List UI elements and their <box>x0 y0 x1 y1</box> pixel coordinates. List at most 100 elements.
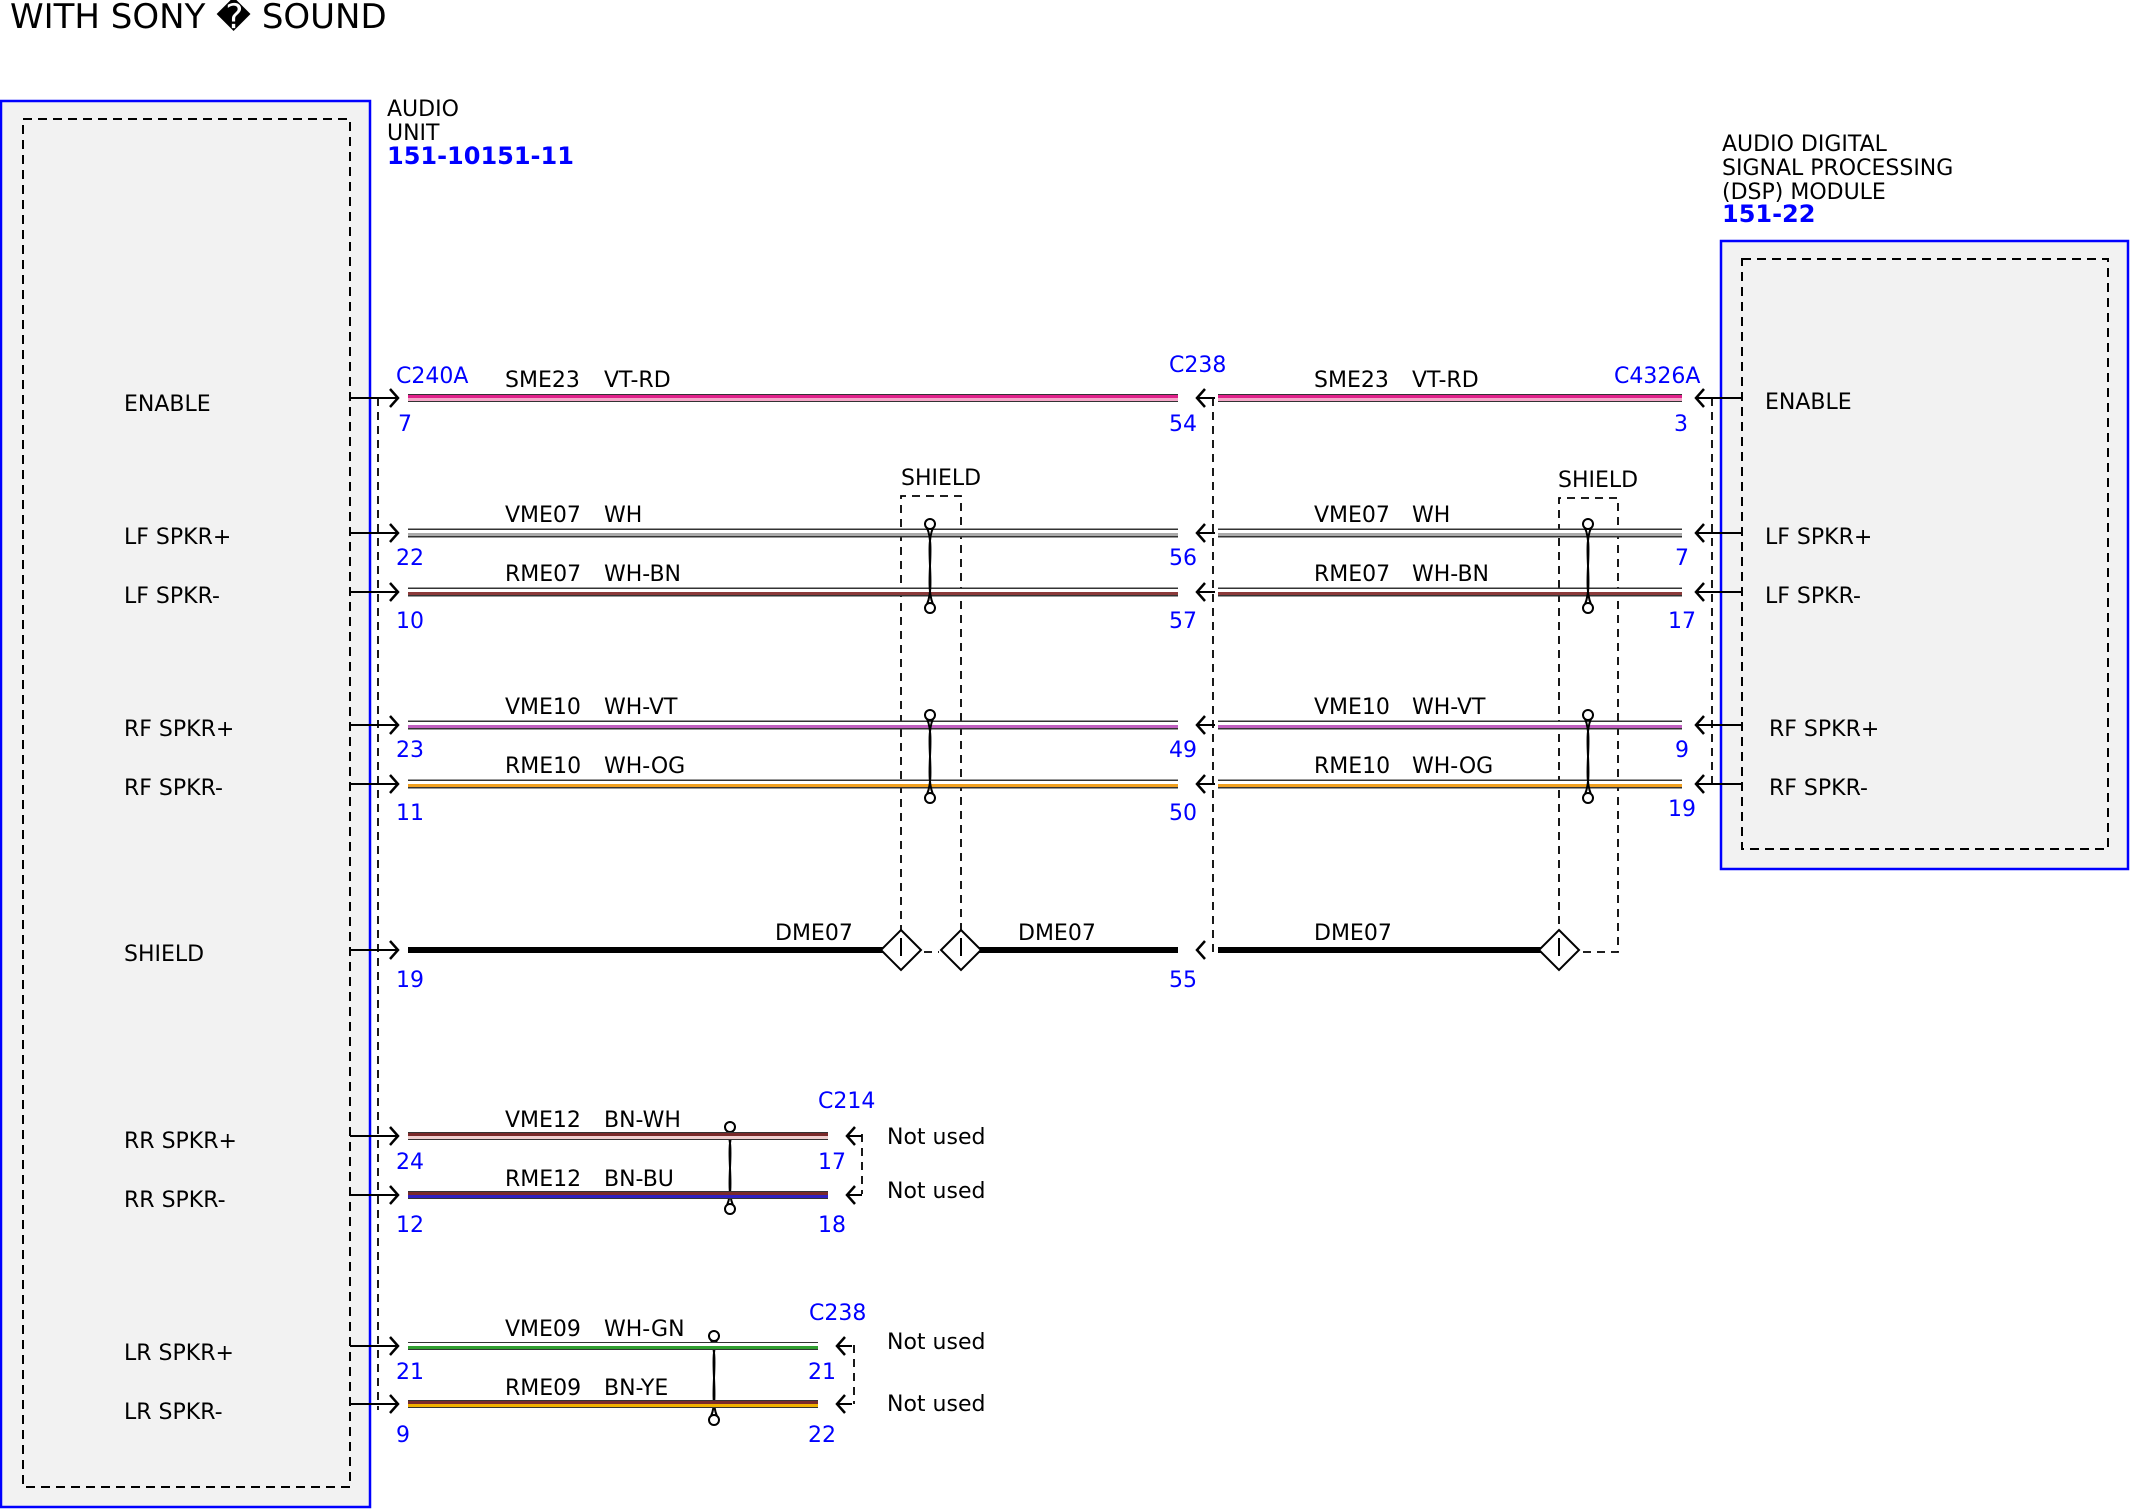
not-used-rr-minus: Not used <box>887 1179 985 1204</box>
terminal-arrow <box>389 774 400 794</box>
pin-number: 21 <box>808 1360 836 1385</box>
pin-number: 10 <box>396 609 424 634</box>
shield-label-1: SHIELD <box>901 466 981 491</box>
twisted-pair-end <box>1582 792 1594 804</box>
wire-label-color: BN-WH <box>604 1108 681 1133</box>
wire-label-color: WH <box>1412 503 1450 528</box>
twisted-pair-end <box>1582 518 1594 530</box>
wire-label-circuit: VME12 <box>505 1108 581 1133</box>
pin-number: 54 <box>1169 412 1197 437</box>
connector-bodies <box>377 398 1713 1410</box>
terminal-arrow <box>389 940 400 960</box>
pin-number: 22 <box>396 546 424 571</box>
wire-label-circuit: VME07 <box>1314 503 1390 528</box>
audio-unit-name-1: AUDIO <box>387 97 459 122</box>
pin-numbers: 7 54 3 22 56 7 10 57 17 23 49 9 11 50 19… <box>396 412 1696 1448</box>
unit-pin-lr-spkr-minus: LR SPKR- <box>124 1400 223 1425</box>
dsp-pin-enable: ENABLE <box>1765 390 1852 415</box>
dsp-part-number[interactable]: 151-22 <box>1722 200 1815 228</box>
twisted-pair-end <box>1582 602 1594 614</box>
twisted-pair-end <box>924 709 936 721</box>
terminal-arrow <box>389 582 400 602</box>
pin-number: 21 <box>396 1360 424 1385</box>
twisted-pair-end <box>924 518 936 530</box>
wire-label-circuit: VME10 <box>1314 695 1390 720</box>
wire-label-circuit: RME12 <box>505 1167 581 1192</box>
terminal-arrow <box>389 1394 400 1414</box>
pin-number: 18 <box>818 1213 846 1238</box>
connector-c238-rear[interactable]: C238 <box>809 1301 866 1326</box>
terminal-arrow <box>389 388 400 408</box>
pin-number: 17 <box>1668 609 1696 634</box>
pin-number: 23 <box>396 738 424 763</box>
dsp-name-1: AUDIO DIGITAL <box>1722 132 1888 157</box>
terminal-arrow <box>389 1336 400 1356</box>
wire-label-color: WH-OG <box>1412 754 1493 779</box>
wire-label-circuit: SME23 <box>505 368 580 393</box>
terminal-arrow <box>389 523 400 543</box>
twisted-pair-end <box>924 602 936 614</box>
wire-label-circuit: DME07 <box>1018 921 1096 946</box>
pin-number: 9 <box>1675 738 1689 763</box>
terminal-arrow <box>1195 940 1206 960</box>
wire-layer <box>350 388 1742 1426</box>
twisted-pair-symbol <box>924 714 936 799</box>
wire-label-circuit: RME07 <box>505 562 581 587</box>
wire-label-color: BN-BU <box>604 1167 674 1192</box>
dsp-name-3: (DSP) MODULE <box>1722 180 1886 205</box>
wire-label-color: VT-RD <box>1412 368 1479 393</box>
wire-label-color: WH-BN <box>604 562 681 587</box>
wire-label-circuit: RME10 <box>505 754 581 779</box>
pin-number: 49 <box>1169 738 1197 763</box>
shield-boxes <box>900 495 1619 953</box>
connector-c4326a[interactable]: C4326A <box>1614 364 1700 389</box>
unit-pin-lf-spkr-minus: LF SPKR- <box>124 584 220 609</box>
pin-number: 55 <box>1169 968 1197 993</box>
pin-number: 57 <box>1169 609 1197 634</box>
dsp-pin-rf-spkr-minus: RF SPKR- <box>1769 776 1868 801</box>
wire-label-color: WH-BN <box>1412 562 1489 587</box>
dsp-name-2: SIGNAL PROCESSING <box>1722 156 1953 181</box>
dsp-pin-lf-spkr-minus: LF SPKR- <box>1765 584 1861 609</box>
wire-labels: SME23 VT-RD SME23 VT-RD VME07 WH VME07 W… <box>505 368 1493 1401</box>
pin-number: 56 <box>1169 546 1197 571</box>
pin-number: 3 <box>1674 412 1688 437</box>
twisted-pair-end <box>1582 709 1594 721</box>
pin-number: 9 <box>396 1423 410 1448</box>
twisted-pair-end <box>924 792 936 804</box>
connector-c240a[interactable]: C240A <box>396 364 468 389</box>
wire-label-circuit: SME23 <box>1314 368 1389 393</box>
unit-pin-rr-spkr-minus: RR SPKR- <box>124 1188 226 1213</box>
not-used-lr-minus: Not used <box>887 1392 985 1417</box>
wire-label-circuit: RME09 <box>505 1376 581 1401</box>
not-used-lr-plus: Not used <box>887 1330 985 1355</box>
dsp-pin-lf-spkr-plus: LF SPKR+ <box>1765 525 1872 550</box>
unit-pin-enable: ENABLE <box>124 392 211 417</box>
connector-c238[interactable]: C238 <box>1169 353 1226 378</box>
wire-label-color: VT-RD <box>604 368 671 393</box>
twisted-pair-symbol <box>1582 523 1594 609</box>
connector-c214[interactable]: C214 <box>818 1089 875 1114</box>
wire-label-color: WH-OG <box>604 754 685 779</box>
unit-pin-shield: SHIELD <box>124 942 204 967</box>
audio-unit-part-number[interactable]: 151-10151-11 <box>387 142 574 170</box>
pin-number: 7 <box>1675 546 1689 571</box>
terminal-arrow <box>389 715 400 735</box>
wire-label-circuit: VME09 <box>505 1317 581 1342</box>
twisted-pair-end <box>724 1203 736 1215</box>
twisted-pair-end <box>724 1121 736 1133</box>
twisted-pair-end <box>708 1414 720 1426</box>
diagram-title: WITH SONY � SOUND <box>10 0 387 37</box>
pin-number: 12 <box>396 1213 424 1238</box>
twisted-pair-symbol <box>924 523 936 609</box>
wire-label-color: WH-VT <box>604 695 678 720</box>
wire-label-color: WH <box>604 503 642 528</box>
pin-number: 24 <box>396 1150 424 1175</box>
unit-pin-rr-spkr-plus: RR SPKR+ <box>124 1129 237 1154</box>
dsp-module-box <box>1719 239 2130 871</box>
pin-number: 50 <box>1169 801 1197 826</box>
twisted-pair-symbol <box>1582 714 1594 799</box>
audio-unit-name-2: UNIT <box>387 121 440 146</box>
wire-label-circuit: VME10 <box>505 695 581 720</box>
